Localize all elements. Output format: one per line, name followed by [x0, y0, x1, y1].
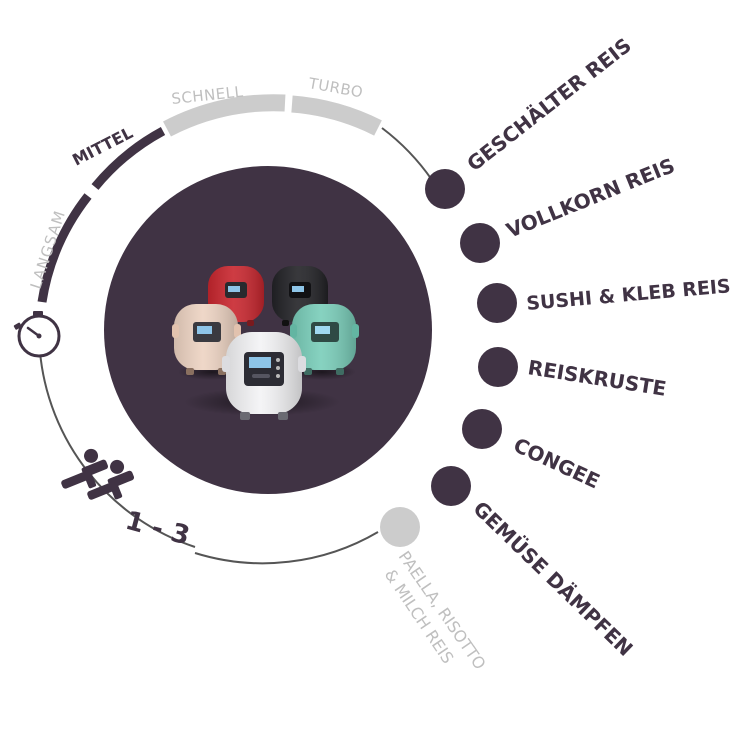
program-node-sushi-kleb-reis[interactable]: [477, 283, 517, 323]
cooker-mint: [290, 304, 359, 375]
program-label-geschaelter-reis: GESCHÄLTER REIS: [462, 33, 635, 176]
program-label-congee: CONGEE: [510, 433, 604, 494]
cooker-white: [222, 332, 306, 420]
rice-cookers-image: [172, 266, 359, 420]
program-label-vollkorn-reis: VOLLKORN REIS: [503, 153, 678, 242]
speed-segment-langsam: [37, 193, 92, 303]
stopwatch-icon: [13, 311, 61, 358]
people-icon: [61, 448, 135, 500]
persons-label: 1 - 3: [122, 506, 193, 552]
speed-segment-schnell: [163, 94, 286, 137]
speed-segment-mittel: [91, 127, 166, 190]
center-circle: [104, 166, 432, 494]
speed-label-mittel: MITTEL: [69, 123, 136, 170]
outer-ring-top-right-arc: [381, 127, 433, 181]
outer-ring-bottom-arc: [194, 531, 379, 565]
cooker-peach: [172, 304, 241, 375]
program-node-geschaelter-reis[interactable]: [425, 169, 465, 209]
program-node-congee[interactable]: [462, 409, 502, 449]
program-node-gemuese-daempfen[interactable]: [431, 466, 471, 506]
speed-segment-turbo: [291, 95, 382, 136]
speed-label-turbo: TURBO: [306, 74, 364, 101]
program-label-reiskruste: REISKRUSTE: [526, 355, 668, 401]
program-label-sushi-kleb-reis: SUSHI & KLEB REIS: [526, 275, 732, 315]
program-node-reiskruste[interactable]: [478, 347, 518, 387]
program-node-vollkorn-reis[interactable]: [460, 223, 500, 263]
program-label-gemuese-daempfen: GEMÜSE DÄMPFEN: [469, 496, 638, 660]
program-node-paella-risotto-milch-reis[interactable]: [380, 507, 420, 547]
